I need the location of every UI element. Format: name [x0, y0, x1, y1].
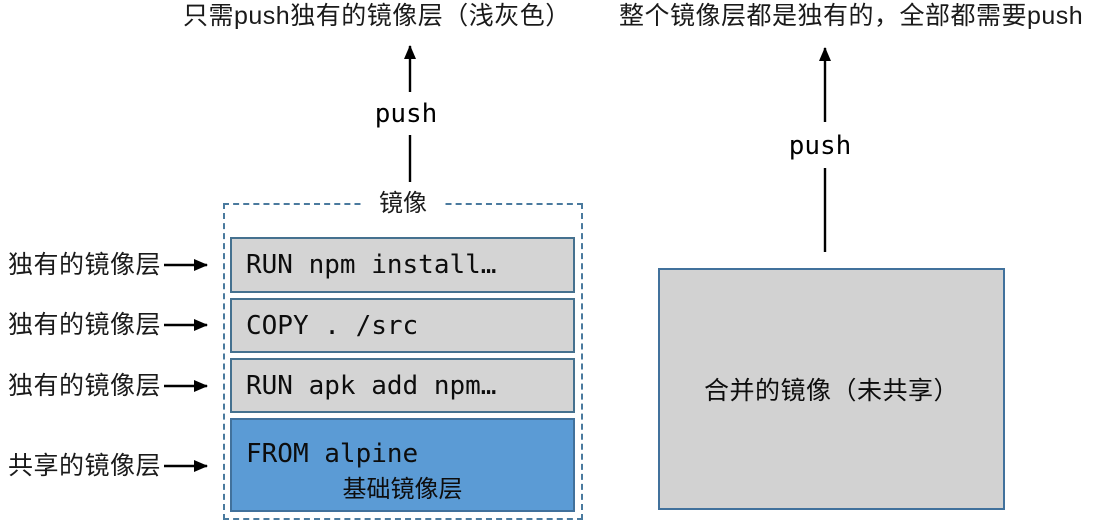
- layer-run-apk-add: RUN apk add npm…: [230, 358, 575, 413]
- left-push-annotation: 只需push独有的镜像层（浅灰色）: [183, 2, 571, 30]
- row-label-unique-layer-3: 独有的镜像层: [7, 372, 161, 400]
- right-push-label: push: [788, 131, 852, 161]
- row-label-unique-layer-2: 独有的镜像层: [7, 311, 161, 339]
- row-label-shared-layer: 共享的镜像层: [7, 452, 161, 480]
- layer-command: RUN npm install…: [246, 250, 497, 280]
- left-push-label: push: [374, 99, 438, 129]
- layer-from-alpine-base: FROM alpine 基础镜像层: [230, 418, 575, 512]
- image-box-title: 镜像: [363, 189, 443, 219]
- layer-run-npm-install: RUN npm install…: [230, 237, 575, 293]
- layer-command: COPY . /src: [246, 310, 419, 341]
- merged-image-box: 合并的镜像（未共享）: [658, 268, 1005, 510]
- layer-command: RUN apk add npm…: [246, 370, 497, 401]
- layer-copy-src: COPY . /src: [230, 298, 575, 353]
- base-layer-sublabel: 基础镜像层: [342, 476, 463, 503]
- merged-image-label: 合并的镜像（未共享）: [703, 377, 959, 405]
- image-dashed-box: 镜像: [223, 189, 583, 520]
- right-push-annotation: 整个镜像层都是独有的，全部都需要push: [619, 2, 1084, 30]
- layer-command: FROM alpine: [246, 439, 419, 469]
- row-label-unique-layer-1: 独有的镜像层: [7, 251, 161, 279]
